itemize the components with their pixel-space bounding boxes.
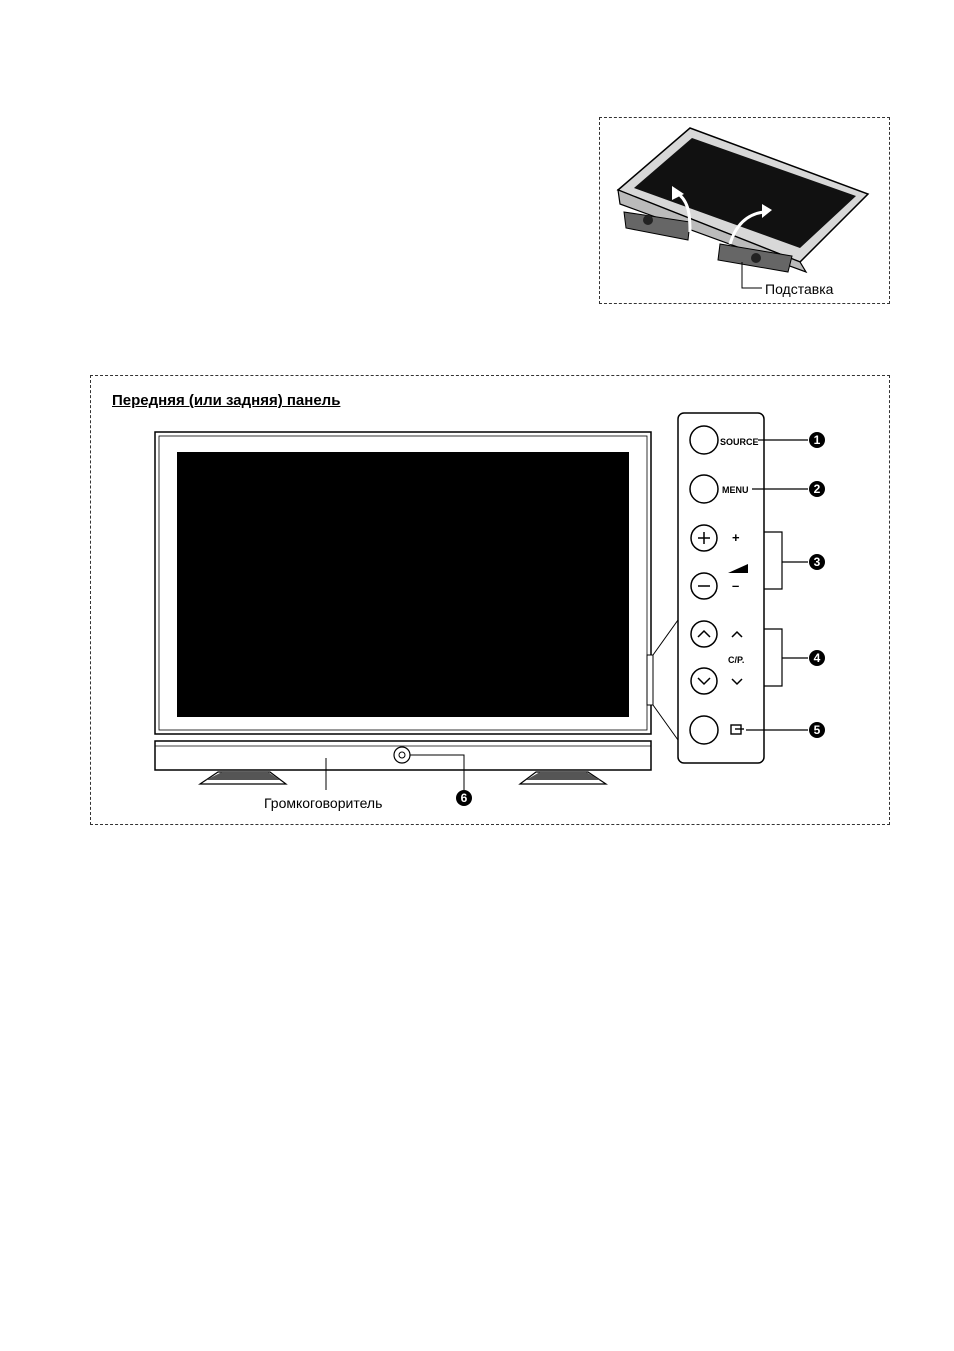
channel-up-icon	[691, 621, 717, 647]
menu-button-icon	[690, 475, 718, 503]
callout-1: 1	[814, 433, 821, 447]
control-panel-detail: SOURCE MENU + – C/P.	[678, 413, 764, 763]
enter-button-icon	[690, 716, 718, 744]
speaker-label: Громкоговоритель	[264, 795, 382, 811]
callout-2: 2	[814, 482, 821, 496]
channel-label: C/P.	[728, 655, 744, 665]
callout-3: 3	[814, 555, 821, 569]
power-button-icon	[394, 747, 410, 763]
callout-6: 6	[461, 791, 468, 805]
tv-front-illustration	[155, 432, 678, 790]
callout-4: 4	[814, 651, 821, 665]
channel-down-icon	[691, 668, 717, 694]
source-label: SOURCE	[720, 437, 759, 447]
tv-screen	[177, 452, 629, 717]
source-button-icon	[690, 426, 718, 454]
callout-5: 5	[814, 723, 821, 737]
menu-label: MENU	[722, 485, 749, 495]
volume-plus-label: +	[732, 530, 740, 545]
volume-minus-label: –	[732, 578, 739, 593]
